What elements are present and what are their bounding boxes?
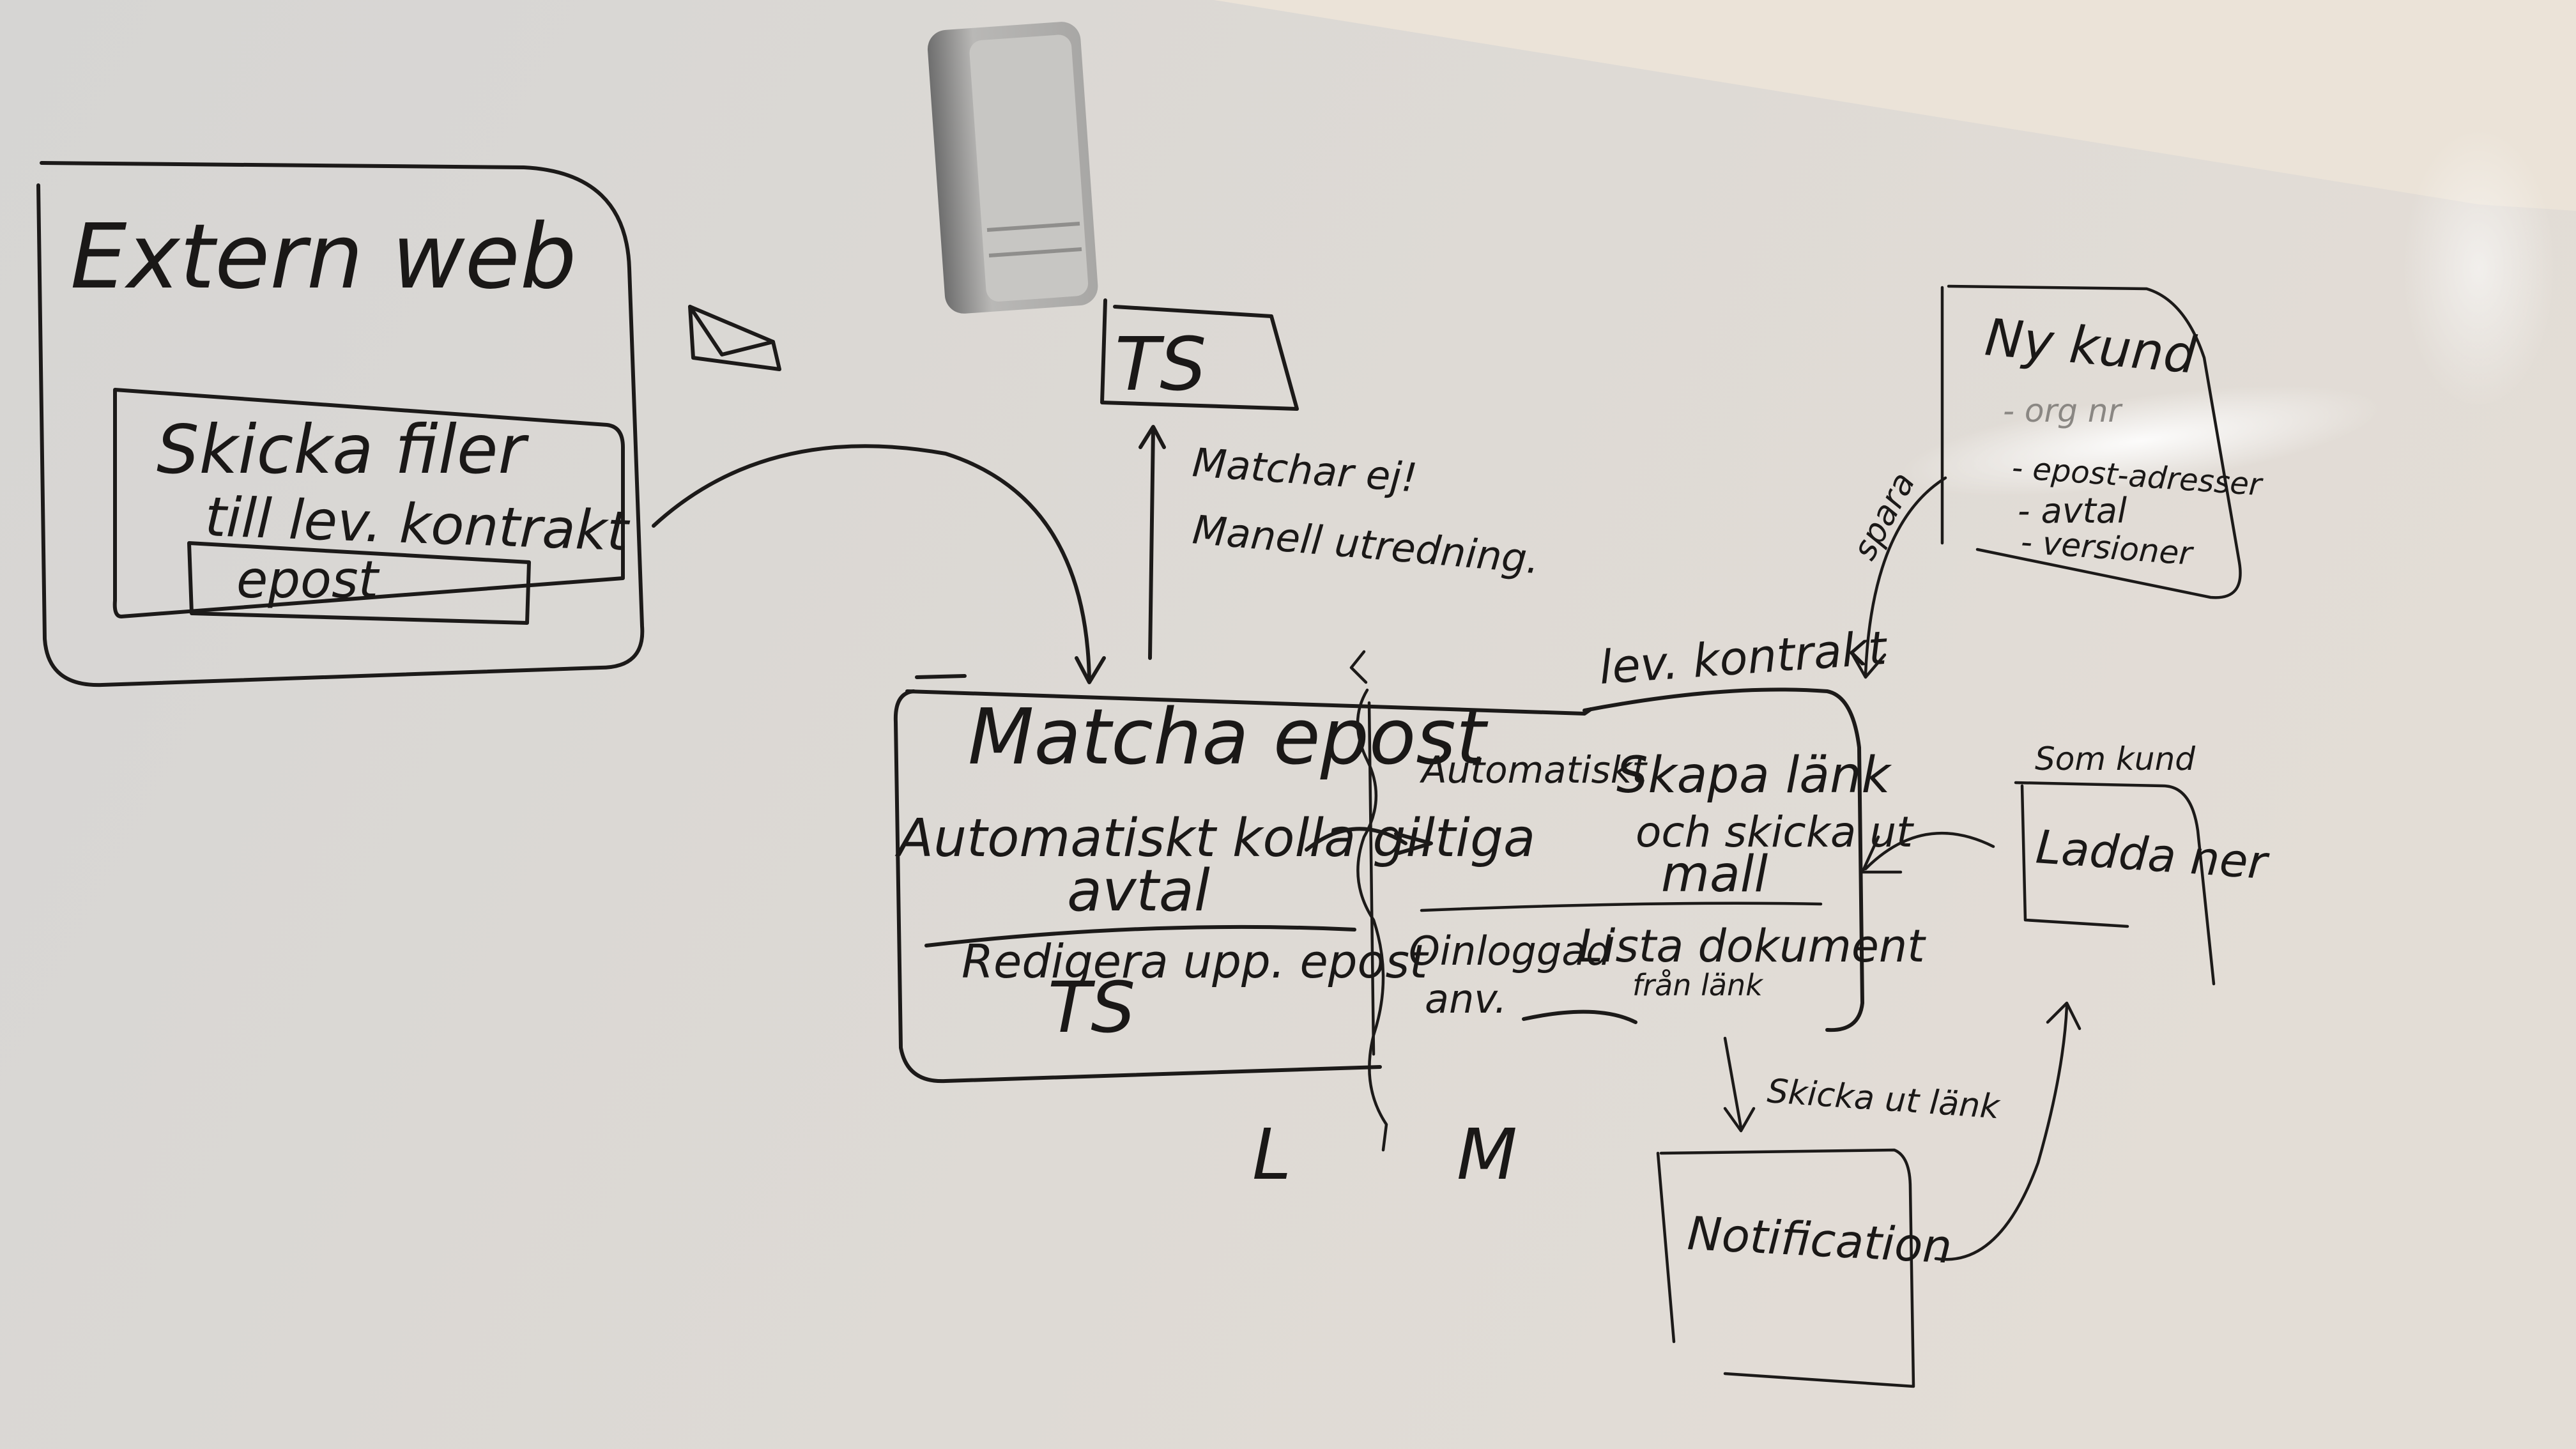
avtal-text: avtal xyxy=(1067,857,1210,924)
arrow-spara xyxy=(1851,476,1947,679)
lane-mark xyxy=(1349,650,1368,684)
skapa-lank-text: Skapa länk xyxy=(1616,747,1892,804)
arrow-notification-to-ladda xyxy=(1934,1001,2082,1261)
lane-divider xyxy=(1356,688,1388,1152)
extern-web-box: Extern web Skicka filer till lev. kontra… xyxy=(36,161,645,687)
lane-divider-straight xyxy=(1367,701,1376,1056)
wall xyxy=(1214,0,2576,211)
light-glare xyxy=(2402,128,2556,409)
arrow-to-automatiskt xyxy=(1305,827,1433,855)
arrow-matcha-to-ts xyxy=(1138,425,1166,660)
light-glare xyxy=(1899,385,2381,497)
skicka-ut-text: och skicka ut xyxy=(1636,808,1914,857)
arrow-skicka-lank xyxy=(1723,1036,1756,1133)
arrow-extern-to-matcha xyxy=(652,444,1091,682)
mall-text: mall xyxy=(1661,846,1768,903)
ny-kund-item: - avtal xyxy=(2018,491,2127,531)
automatiskt-text: Automatiskt xyxy=(1419,748,1648,792)
arrow-ladda-to-lev xyxy=(1860,831,1995,874)
som-kund-label: Som kund xyxy=(2035,740,2195,778)
eraser xyxy=(927,22,1098,314)
redigera-epost-text: Redigera upp. epost xyxy=(962,935,1429,988)
arrowhead xyxy=(1075,656,1106,684)
kolla-giltiga-text: Automatiskt kolla giltiga xyxy=(894,808,1535,869)
ts-top-box: TS xyxy=(1100,298,1299,411)
lane-label-m: M xyxy=(1457,1114,1517,1195)
epost-field-text: epost xyxy=(236,550,380,610)
fran-lank-text: från länk xyxy=(1632,968,1764,1002)
ts-top-label: TS xyxy=(1115,322,1206,408)
till-lev-kontrakt-text: till lev. kontrakt xyxy=(204,486,631,564)
ts-inner-text: TS xyxy=(1048,967,1135,1048)
extern-web-title: Extern web xyxy=(70,205,577,309)
lane-label-l: L xyxy=(1252,1114,1291,1195)
matcha-epost-title: Matcha epost xyxy=(968,693,1489,782)
lista-dokument-text: Lista dokument xyxy=(1578,920,1926,972)
ny-kund-item: - org nr xyxy=(2003,392,2123,429)
envelope-icon xyxy=(688,305,781,371)
anv-text: anv. xyxy=(1425,976,1507,1022)
matcha-epost-box: Matcha epost Automatiskt kolla giltiga a… xyxy=(893,674,1593,1084)
skicka-filer-text: Skicka filer xyxy=(157,411,529,489)
oinloggad-text: Oinloggad xyxy=(1409,928,1611,974)
